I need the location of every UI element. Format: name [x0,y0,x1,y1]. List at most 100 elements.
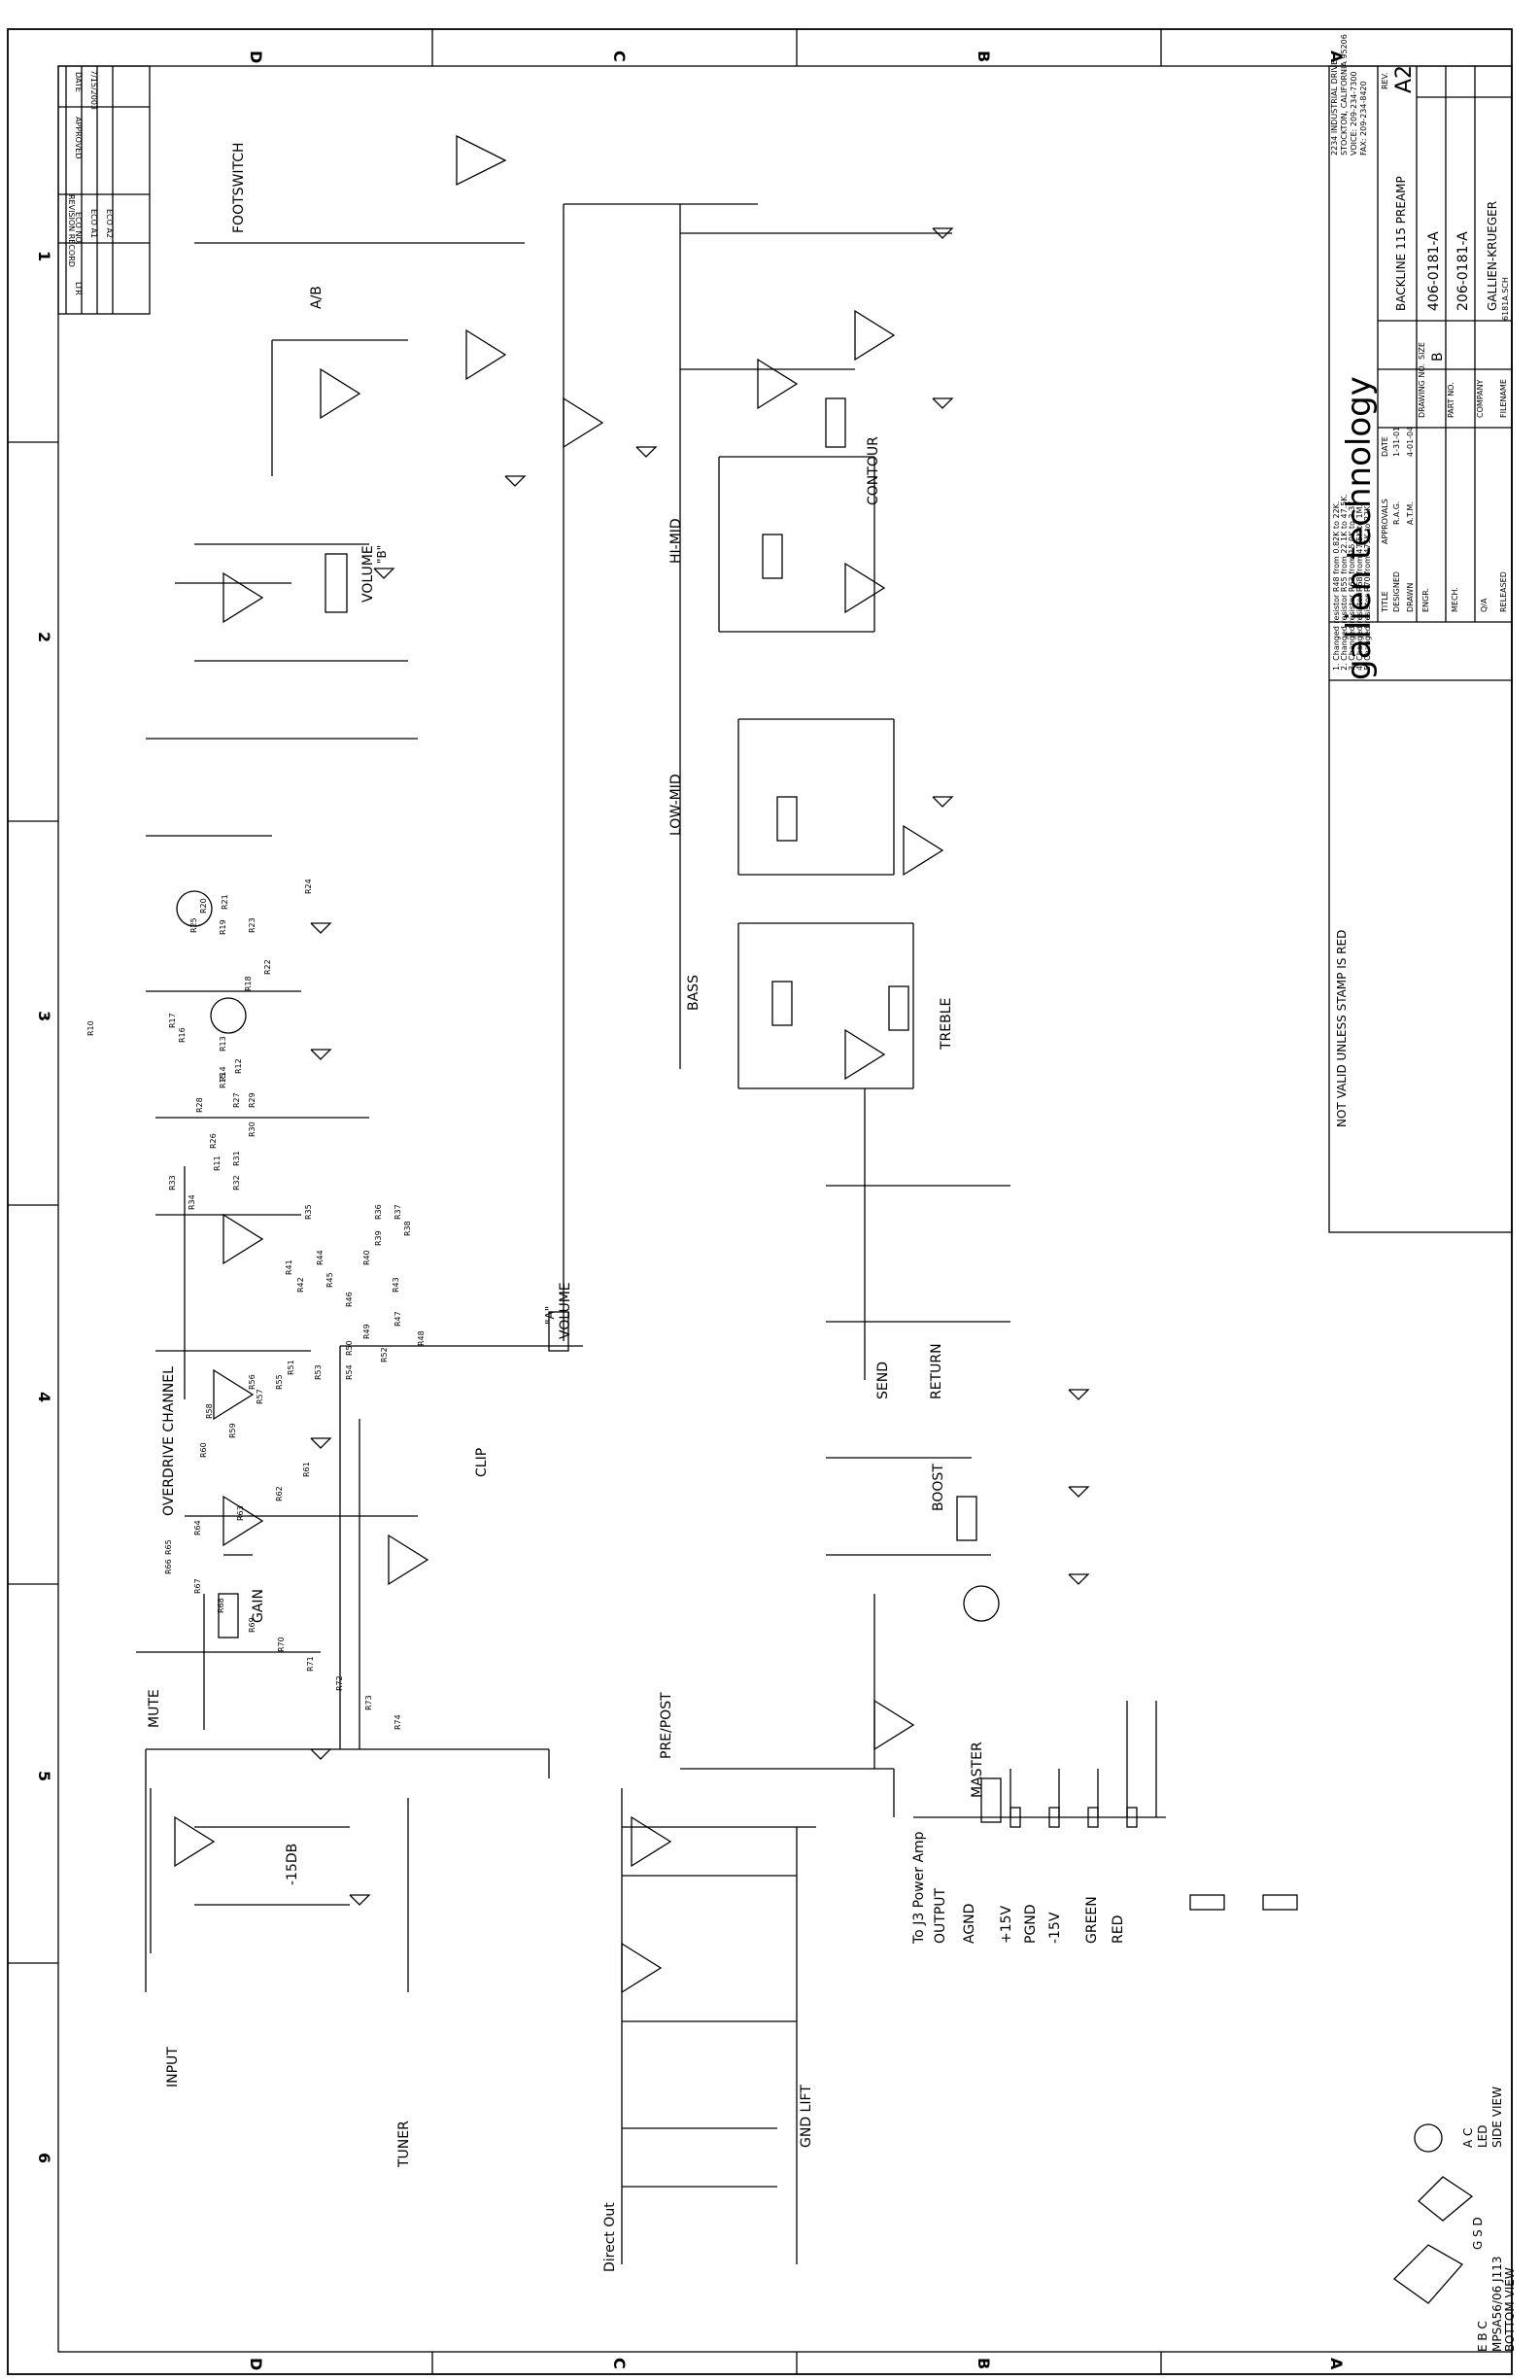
designator-r17: R17 [168,1013,177,1028]
led-shape [1414,2123,1443,2153]
label-overdrive-channel: OVERDRIVE CHANNEL [161,1366,177,1516]
zone-ticks [8,29,1162,2374]
label-volume-a: VOLUME [558,1282,573,1339]
zone-left-2: 2 [35,632,53,642]
designator-r20: R20 [199,898,208,914]
designator-r58: R58 [205,1403,214,1419]
drawing-no: 406-0181-A [1426,231,1442,311]
designator-r40: R40 [362,1250,371,1265]
zone-bottom-a: A [1327,2358,1346,2370]
label-ab: A/B [309,286,325,309]
label-direct-out: Direct Out [602,2202,618,2272]
designator-r34: R34 [188,1194,196,1210]
designator-r68: R68 [217,1598,225,1613]
revision-header-eco: ECO NO. [74,212,83,245]
zone-left-5: 5 [35,1771,53,1781]
designator-r70: R70 [277,1637,286,1652]
schematic-wiring [136,203,1166,2264]
zone-left-4: 4 [35,1392,53,1402]
company-name: GALLIEN-KRUEGER [1486,201,1499,311]
change-notes: 1. Changed resistor R48 from 0.82K to 22… [1332,494,1372,671]
designator-r57: R57 [256,1389,264,1404]
package-mpsa: MPSA56/06 J113 [1490,2257,1504,2352]
label-red: RED [1111,1915,1126,1944]
zone-bottom-d: D [247,2358,265,2370]
note-5: 5. Changed resistor R70 from 475K to 22K… [1363,503,1372,671]
address-line-4: FAX: 209-234-8420 [1359,81,1368,155]
designator-r10: R10 [86,1020,95,1036]
revision-row1-eco: ECO A1 [89,209,98,238]
approval-qa-label: Q/A [1480,598,1489,612]
opamp-u17a [621,1942,663,1994]
package-ac: A C [1461,2128,1475,2148]
transistor-q2 [176,890,213,927]
designator-r67: R67 [193,1578,202,1594]
transistor-q3 [963,1585,1000,1622]
note-3: 3. Changed resistor R63 from 15.0K to 3.… [1348,499,1356,671]
label-mute: MUTE [147,1689,162,1728]
package-led: LED [1476,2124,1489,2148]
pot-hi-mid [762,534,783,579]
approvals-label: APPROVALS [1381,499,1389,544]
pot-boost [956,1496,977,1541]
designator-r52: R52 [380,1347,389,1362]
zone-top-a: A [1327,51,1346,63]
opamp-u9a [903,824,944,877]
title-block: 2234 INDUSTRIAL DRIVE STOCKTON, CALIFORN… [1328,34,1513,1233]
op-amps [174,134,944,1994]
approval-designed-label: DESIGNED [1392,571,1401,612]
note-1: 1. Changed resistor R48 from 0.82K to 22… [1332,501,1341,671]
package-mpsa-shape [1392,2244,1464,2304]
designator-r73: R73 [364,1695,373,1710]
designator-r22: R22 [263,959,272,975]
zone-letters-top: D C B A [247,51,1346,63]
designator-r32: R32 [232,1175,241,1190]
output-connectors [1010,1807,1298,1911]
label-return: RETURN [929,1343,944,1399]
designator-r56: R56 [248,1374,257,1390]
drawing-no-label: DRAWING NO. [1418,363,1426,418]
zone-top-c: C [610,51,629,62]
designator-r71: R71 [306,1656,315,1672]
note-2: 2. Changed resistor R55 from 22.1K to 47… [1340,494,1349,671]
rev-label: REV. [1381,72,1389,89]
label-b-quote: "B" [375,545,389,564]
package-text: E B C G S D A C MPSA56/06 J113 BOTTOM VI… [1461,2087,1517,2352]
designator-r61: R61 [302,1462,311,1477]
approval-mech-label: MECH. [1451,587,1459,612]
designator-r51: R51 [287,1360,295,1375]
opamp-u13a [222,1495,264,1547]
company-label: COMPANY [1476,379,1485,418]
approval-drawn-label: DRAWN [1406,583,1415,612]
designator-r18: R18 [244,976,253,991]
package-views [1392,2123,1474,2304]
opamp-u6a [854,309,896,362]
package-j113-shape [1418,2176,1474,2222]
designator-r41: R41 [285,1259,293,1275]
pot-volume-a [548,1311,569,1352]
label-agnd: AGND [962,1904,977,1944]
zone-left-6: 6 [35,2153,53,2163]
label-gain: GAIN [251,1589,266,1623]
section-labels: FOOTSWITCH A/B VOLUME "B" VOLUME "A" OVE… [147,142,1126,2272]
designator-r64: R64 [193,1520,202,1535]
designator-r37: R37 [394,1204,402,1220]
label-to-j3: To J3 Power Amp [911,1831,927,1945]
designator-r23: R23 [248,917,257,933]
label-output: OUTPUT [933,1887,948,1944]
size-value: B [1430,352,1446,362]
date-label: DATE [1381,436,1389,457]
label-treble: TREBLE [939,998,954,1051]
pot-contour [825,397,846,448]
label-p15v: +15V [999,1905,1014,1944]
designator-r59: R59 [228,1423,237,1438]
designator-r45: R45 [325,1272,334,1288]
revision-record: REVISION RECORD LTR ECO NO. APPROVED DAT… [57,65,151,315]
note-4: 4. Changed resistor R68 from 47.5K to 1M… [1355,504,1364,671]
ground-symbols [310,227,1090,1906]
designator-r72: R72 [335,1675,344,1691]
rev-value: A2 [1392,65,1417,93]
inner-border [57,65,1513,2353]
designator-r60: R60 [199,1442,208,1458]
